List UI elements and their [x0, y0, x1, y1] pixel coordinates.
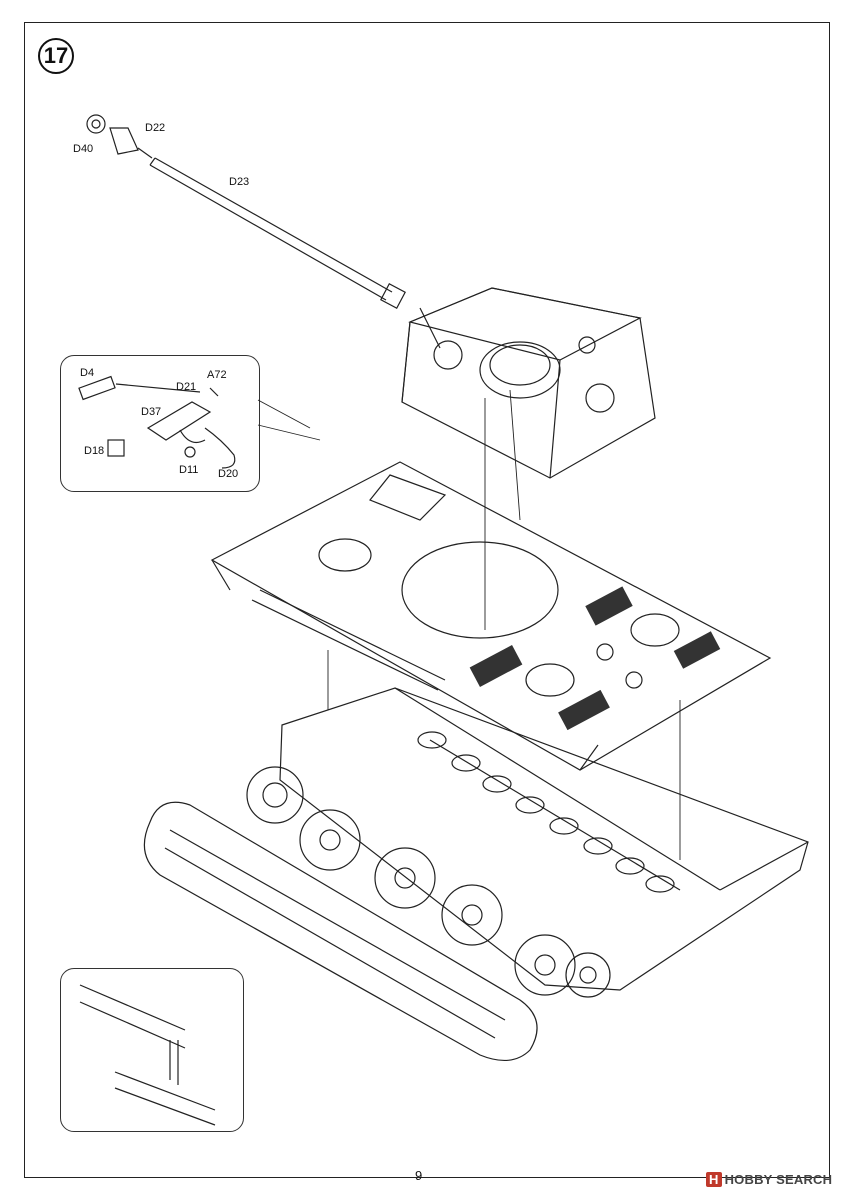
label-D37: D37 — [141, 406, 162, 418]
label-D20: D20 — [218, 468, 239, 480]
label-D18: D18 — [84, 445, 105, 457]
detail-callout-track — [60, 968, 244, 1132]
label-D40: D40 — [73, 143, 94, 155]
label-D22: D22 — [145, 122, 166, 134]
gun-barrel — [86, 114, 406, 309]
label-D11: D11 — [179, 464, 199, 476]
assembly-guide-lines — [257, 389, 681, 860]
label-D21: D21 — [176, 381, 197, 393]
watermark-text: HOBBY SEARCH — [724, 1172, 833, 1187]
page-frame — [24, 22, 830, 1178]
label-A72: A72 — [207, 369, 227, 381]
hull-upper — [210, 461, 772, 771]
label-D23: D23 — [229, 176, 250, 188]
hull-lower — [279, 687, 809, 991]
watermark-badge: H — [706, 1172, 722, 1187]
turret — [401, 287, 656, 479]
road-wheels — [246, 766, 611, 998]
page-number: 9 — [415, 1168, 423, 1183]
mount-detail-parts — [78, 375, 236, 469]
label-D4: D4 — [80, 367, 95, 379]
step-number-badge: 17 — [38, 38, 74, 74]
detail-callout-mount — [60, 355, 260, 492]
step-number: 17 — [43, 43, 69, 68]
track-detail-parts — [79, 984, 216, 1126]
track-assembly — [143, 801, 538, 1061]
